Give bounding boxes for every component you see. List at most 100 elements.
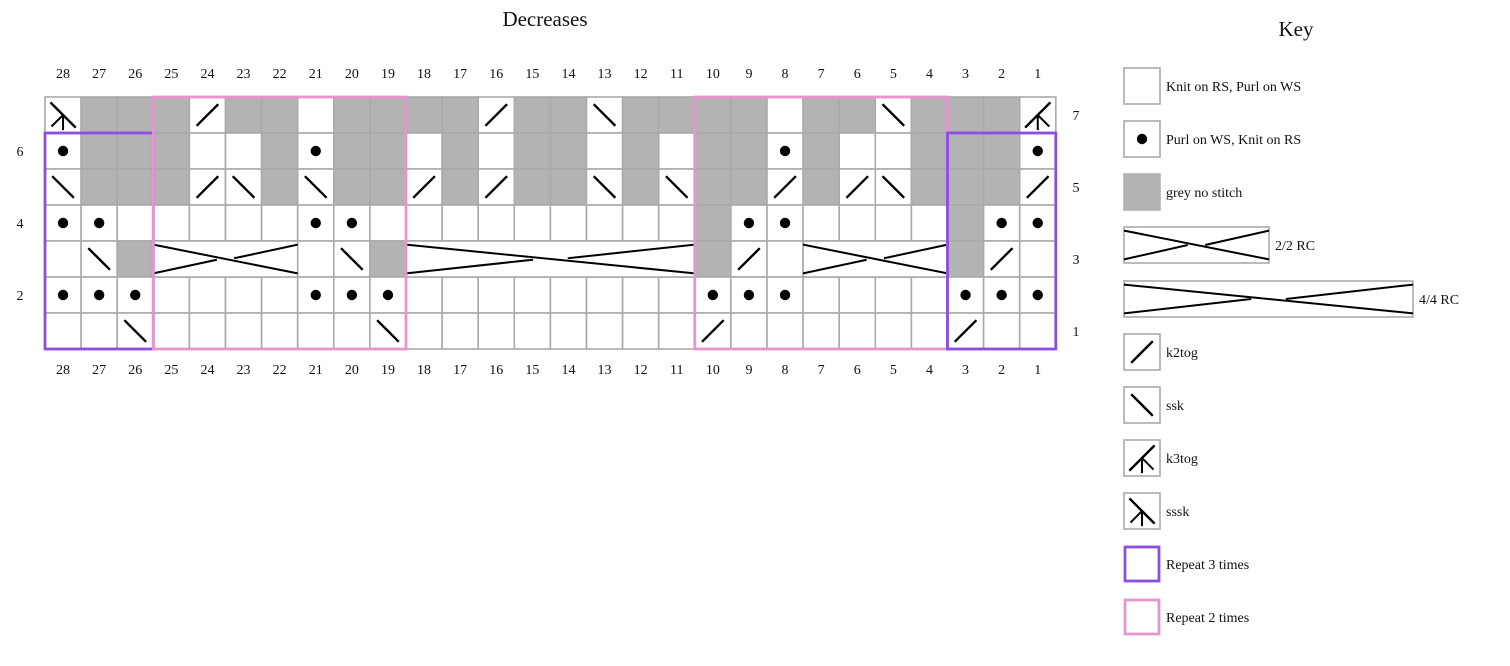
column-number: 11: [670, 363, 683, 378]
column-number: 6: [854, 67, 861, 82]
ssk-mark: [881, 103, 906, 127]
stitch-cell: [296, 132, 335, 170]
stitch-box: [657, 204, 696, 242]
column-number: 27: [92, 67, 106, 82]
no-stitch-cell: [224, 96, 263, 134]
stitch-cell: [477, 168, 516, 206]
no-stitch-cell: [693, 168, 732, 206]
stitch-cell: [441, 276, 480, 314]
stitch-cell: [296, 240, 335, 278]
stitch-box: [296, 240, 335, 278]
k2tog-mark: [773, 175, 797, 199]
knit-symbol: [1123, 67, 1161, 105]
stitch-box: [477, 276, 516, 314]
stitch-cell: [874, 132, 913, 170]
stitch-cell: [946, 312, 985, 350]
stitch-cell: [1018, 204, 1057, 242]
stitch-cell: [80, 204, 118, 242]
column-number: 11: [670, 67, 683, 82]
stitch-cell: [549, 312, 588, 350]
stitch-cell: [1018, 312, 1057, 350]
stitch-cell: [802, 312, 840, 350]
stitch-cell: [405, 96, 443, 134]
no-stitch-cell: [910, 168, 949, 206]
stitch-cell: [693, 132, 732, 170]
ssk-mark: [881, 175, 906, 199]
stitch-box: [910, 276, 949, 314]
stitch-box: [224, 276, 263, 314]
stitch-box: [80, 312, 118, 350]
stitch-box: [296, 96, 335, 134]
key-label: sssk: [1166, 505, 1189, 520]
stitch-cell: [621, 312, 660, 350]
cable-strand: [1204, 229, 1270, 246]
chart-grid: [44, 96, 1057, 350]
column-number: 24: [200, 363, 214, 378]
column-number: 4: [926, 363, 933, 378]
stitch-cell: [513, 312, 552, 350]
k2tog-mark: [484, 175, 508, 199]
sssk-mark: [50, 114, 64, 128]
column-number: 8: [782, 67, 789, 82]
row-number: 1: [1073, 325, 1080, 340]
stitch-cell: [513, 132, 552, 170]
stitch-cell: [152, 132, 191, 170]
stitch-cell: [44, 240, 82, 278]
stitch-box: [874, 276, 913, 314]
key-label: 4/4 RC: [1419, 293, 1459, 308]
key-item-repeat-pink: Repeat 2 times: [1123, 598, 1249, 636]
stitch-cell: [260, 312, 299, 350]
no-stitch-cell: [152, 96, 191, 134]
stitch-cell: [766, 168, 804, 206]
repeat-3-symbol: [1123, 545, 1161, 583]
stitch-cell: [296, 204, 335, 242]
stitch-cell: [982, 168, 1021, 206]
stitch-cell: [730, 312, 768, 350]
stitch-cell: [549, 96, 588, 134]
key-label: grey no stitch: [1166, 186, 1242, 201]
no-stitch-cell: [693, 240, 732, 278]
stitch-cell: [585, 132, 624, 170]
ssk-mark: [592, 175, 617, 199]
stitch-cell: [910, 276, 949, 314]
stitch-cell: [585, 168, 624, 206]
stitch-cell: [802, 132, 840, 170]
stitch-cell: [441, 204, 480, 242]
ssk-mark: [376, 319, 400, 343]
no-stitch-cell: [946, 240, 985, 278]
stitch-box: [405, 132, 443, 170]
sssk-mark: [1129, 510, 1143, 524]
stitch-cell: [910, 312, 949, 350]
no-stitch-cell: [332, 96, 371, 134]
column-number: 23: [237, 363, 251, 378]
key-label: Knit on RS, Purl on WS: [1166, 80, 1301, 95]
stitch-cell: [405, 204, 443, 242]
stitch-box: [116, 204, 155, 242]
key-item-sssk: sssk: [1123, 492, 1189, 530]
stitch-cell: [80, 168, 118, 206]
column-number: 24: [200, 67, 214, 82]
column-number: 2: [998, 67, 1005, 82]
key-label: Purl on WS, Knit on RS: [1166, 133, 1301, 148]
no-stitch-cell: [802, 132, 840, 170]
stitch-cell: [621, 168, 660, 206]
stitch-cell: [982, 132, 1021, 170]
ssk-mark: [592, 103, 617, 127]
column-number: 18: [417, 67, 431, 82]
column-number: 22: [273, 67, 287, 82]
stitch-cell: [44, 312, 82, 350]
stitch-cell: [730, 96, 768, 134]
purl-dot: [1032, 289, 1043, 301]
stitch-box: [477, 132, 516, 170]
stitch-cell: [224, 168, 263, 206]
stitch-box: [296, 312, 335, 350]
stitch-box: [910, 312, 949, 350]
stitch-cell: [369, 276, 407, 314]
stitch-box: [802, 312, 840, 350]
stitch-cell: [116, 168, 155, 206]
no-stitch-cell: [513, 96, 552, 134]
ssk-mark: [231, 175, 256, 199]
purl-dot: [130, 289, 141, 301]
cable-4-4-rc: [405, 240, 696, 278]
